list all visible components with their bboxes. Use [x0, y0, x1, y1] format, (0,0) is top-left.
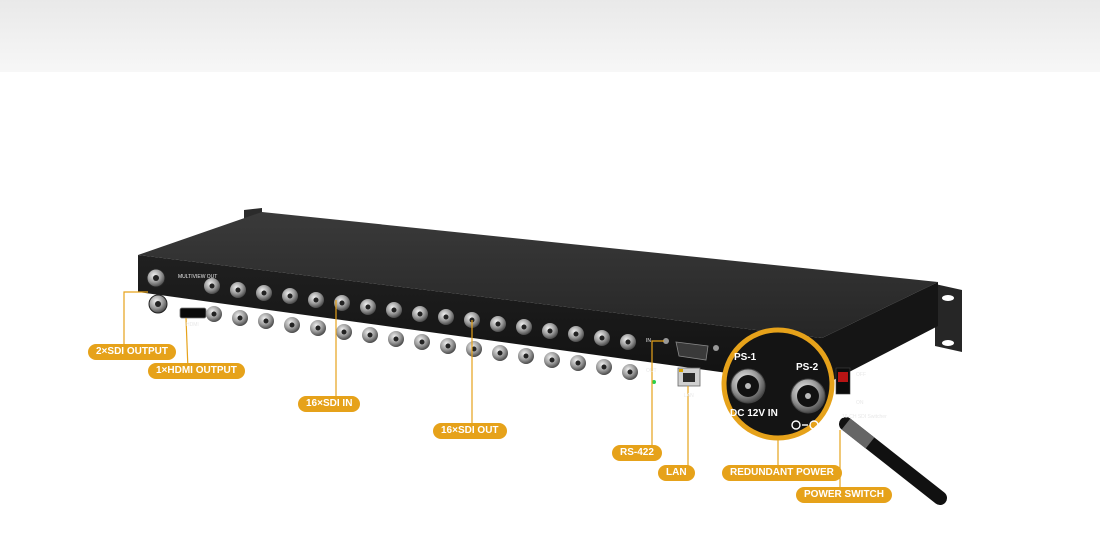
dc-jack-ps1: [730, 368, 766, 404]
callout-hdmi-output: 1×HDMI OUTPUT: [148, 363, 245, 379]
top-gradient-band: [0, 0, 1100, 72]
panel-label-product: 16-CH SDI Switcher: [842, 414, 887, 420]
callout-power-switch: POWER SWITCH: [796, 487, 892, 503]
panel-label-hdmi: HDMI: [186, 322, 199, 328]
lens-label-ps1: PS-1: [734, 352, 757, 363]
multiview-outputs: [146, 268, 168, 314]
chassis-rear-panel: [138, 255, 822, 386]
polarity-symbol-icon: [791, 420, 819, 430]
rack-ear-right: [935, 284, 962, 352]
panel-label-on: ON: [856, 400, 864, 406]
callout-sdi-out: 16×SDI OUT: [433, 423, 507, 439]
panel-label-off: OFF: [856, 372, 866, 378]
hdmi-port: [179, 307, 207, 319]
panel-label-lan: LAN: [684, 393, 694, 399]
callout-lan: LAN: [658, 465, 695, 481]
dc-jack-ps2: [790, 378, 826, 414]
power-switch-rocker: [838, 372, 848, 382]
callout-sdi-output: 2×SDI OUTPUT: [88, 344, 176, 360]
sdi-connectors: [204, 278, 638, 380]
lens-label-ps2: PS-2: [796, 362, 819, 373]
callout-redundant-power: REDUNDANT POWER: [722, 465, 842, 481]
panel-label-in: IN: [646, 338, 651, 344]
callout-rs422: RS-422: [612, 445, 662, 461]
panel-label-multiview: MULTIVIEW OUT: [178, 274, 218, 280]
panel-label-out: OUT: [646, 368, 657, 374]
status-led: [652, 380, 656, 384]
chassis-top: [138, 212, 938, 338]
chassis-side: [822, 282, 938, 386]
lens-label-dc-in: DC 12V IN: [730, 408, 778, 419]
rs422-port: [675, 341, 709, 361]
callout-sdi-in: 16×SDI IN: [298, 396, 361, 412]
